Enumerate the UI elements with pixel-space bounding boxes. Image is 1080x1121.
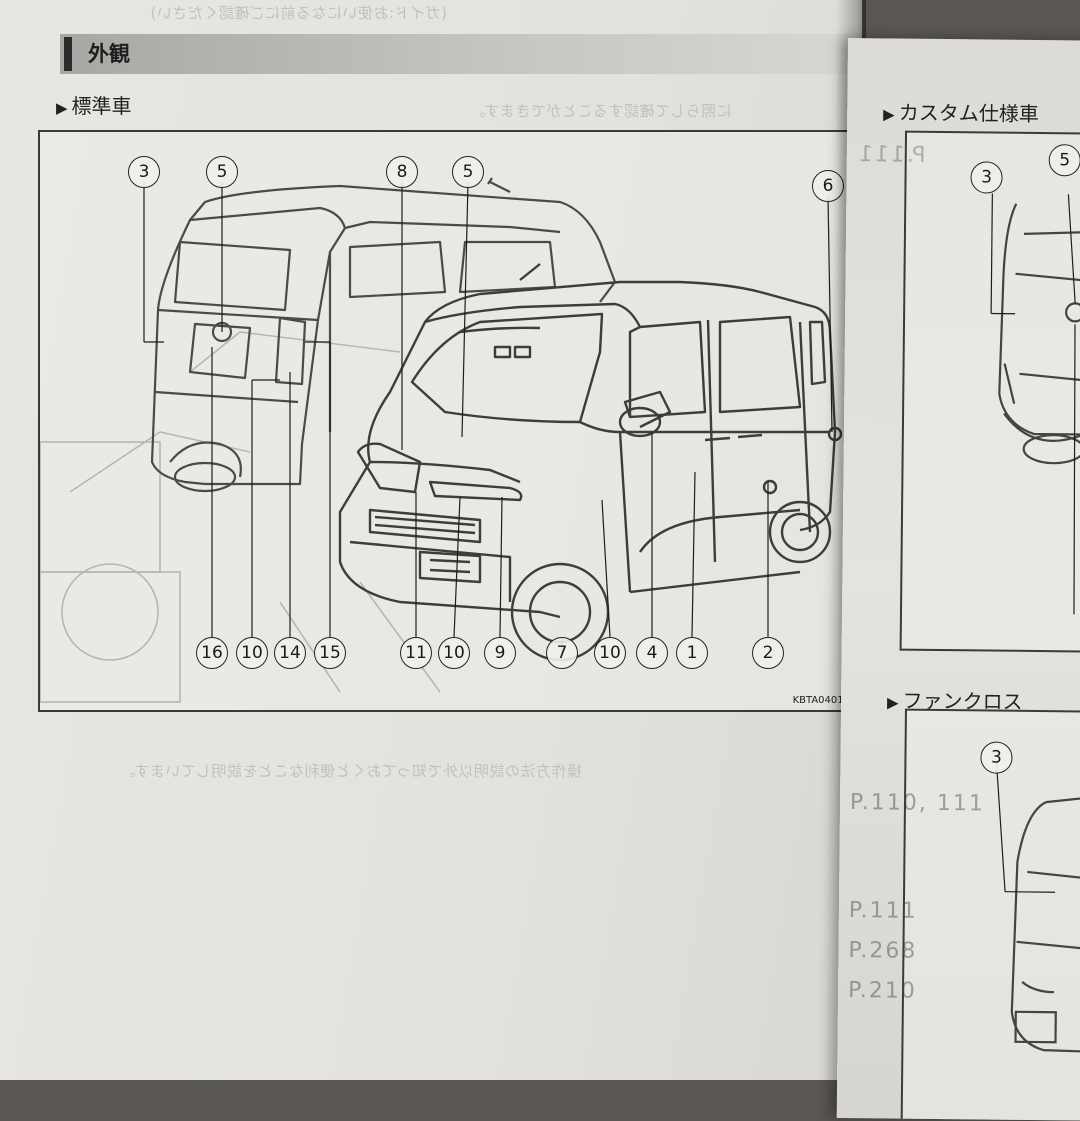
bleed-through-text: に照らして確認することができます。 [470,100,732,121]
bleed-page-ref: P.110, 111 [850,790,985,816]
callout-5: 5 [1049,144,1080,176]
left-page: (ガイド:お使いになる前にご確認ください) に照らして確認することができます。 … [0,0,862,1080]
section-title: 外観 [88,38,130,68]
subsection-heading: ▶標準車 [56,90,132,119]
right-page: ▶カスタム仕様車 3 5 ▶ファンクロス [837,38,1080,1121]
callout-15: 15 [314,637,346,669]
bleed-page-ref: P.111 [849,898,918,924]
callout-10: 10 [594,637,626,669]
bleed-page-ref: P.268 [848,938,917,964]
bleed-page-ref: P.210 [848,978,917,1004]
bleed-page-ref: P.111 [857,142,926,168]
car-line-drawing [40,132,858,710]
callout-16: 16 [196,637,228,669]
callout-10: 10 [236,637,268,669]
funcross-illustration-frame: 3 [901,709,1080,1121]
callout-3: 3 [128,156,160,188]
exterior-illustration-frame: 3 5 16 10 14 15 8 5 6 11 10 9 7 10 4 1 2… [38,130,860,712]
subsection-title: 標準車 [72,94,132,118]
callout-7: 7 [546,637,578,669]
subsection-heading-custom: ▶カスタム仕様車 [883,96,1039,127]
callout-3: 3 [980,741,1012,773]
triangle-bullet-icon: ▶ [883,105,895,123]
callout-14: 14 [274,637,306,669]
callout-2: 2 [752,637,784,669]
triangle-bullet-icon: ▶ [887,693,899,711]
callout-5: 5 [452,156,484,188]
custom-car-line-drawing [902,133,1080,651]
bleed-through-text: (ガイド:お使いになる前にご確認ください) [150,2,447,23]
callout-11: 11 [400,637,432,669]
callout-8: 8 [386,156,418,188]
callout-3: 3 [970,161,1002,193]
callout-5: 5 [206,156,238,188]
callout-9: 9 [484,637,516,669]
section-header: 外観 [60,34,850,74]
subsection-title-custom: カスタム仕様車 [899,101,1039,126]
section-marker [64,37,72,71]
callout-10: 10 [438,637,470,669]
callout-1: 1 [676,637,708,669]
custom-illustration-frame: 3 5 [900,131,1080,653]
callout-4: 4 [636,637,668,669]
triangle-bullet-icon: ▶ [56,99,68,117]
bleed-through-text: 操作方法の説明以外で知っておくと便利なことを説明しています。 [120,760,582,781]
